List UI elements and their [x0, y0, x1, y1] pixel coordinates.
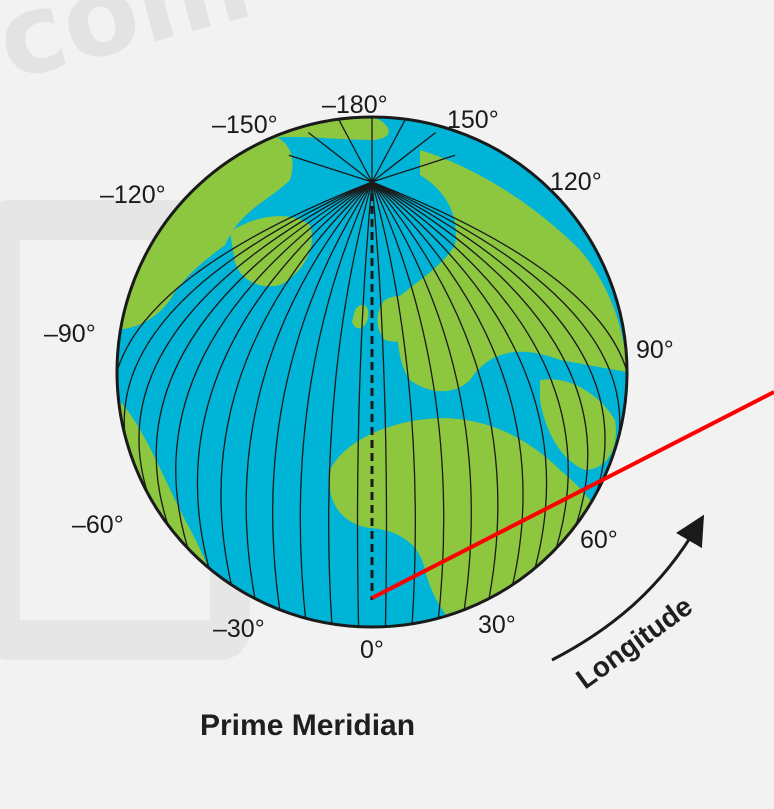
degree-labels: –180° –150° 150° –120° 120° –90° 90° –60… — [44, 91, 674, 664]
label-neg90: –90° — [44, 320, 96, 348]
label-pos60: 60° — [580, 526, 618, 554]
label-pos90: 90° — [636, 336, 674, 364]
label-pos150: 150° — [447, 106, 499, 134]
meridian-line — [196, 181, 373, 582]
meridian-line — [245, 181, 373, 610]
label-neg180: –180° — [322, 91, 388, 119]
label-neg150: –150° — [212, 111, 278, 139]
label-neg60: –60° — [72, 511, 124, 539]
label-pos120: 120° — [550, 168, 602, 196]
label-neg30: –30° — [213, 615, 265, 643]
watermark-corner: com — [0, 0, 263, 105]
meridian-line — [371, 181, 627, 477]
longitude-arrow — [551, 514, 705, 662]
meridian-lines — [117, 117, 627, 627]
meridian-line — [371, 181, 606, 524]
meridian-line — [371, 181, 524, 597]
meridian-line — [307, 131, 373, 183]
meridian-line — [117, 181, 373, 477]
meridian-line — [371, 181, 388, 627]
meridian-line — [299, 181, 373, 627]
label-pos30: 30° — [478, 611, 516, 639]
meridian-line — [328, 181, 373, 627]
globe-outline — [115, 115, 629, 629]
meridian-line — [220, 181, 373, 597]
meridian-line — [288, 154, 373, 183]
land-britain — [352, 304, 369, 329]
meridian-line — [371, 117, 408, 183]
meridian-line — [371, 181, 499, 610]
label-zero: 0° — [360, 636, 384, 664]
meridian-line — [371, 181, 416, 627]
pointer-line — [371, 390, 774, 600]
meridian-line — [138, 181, 373, 524]
label-neg120: –120° — [100, 181, 166, 209]
globe — [115, 115, 629, 629]
meridian-line — [371, 154, 456, 183]
meridian-line — [356, 181, 373, 627]
meridian-line — [371, 181, 472, 621]
meridian-line — [272, 181, 373, 621]
meridian-line — [371, 131, 437, 183]
caption-prime-meridian: Prime Meridian — [200, 709, 415, 742]
meridian-line — [175, 181, 373, 564]
meridian-line — [155, 181, 373, 545]
meridian-line — [336, 117, 373, 183]
meridian-line — [371, 181, 569, 564]
meridian-line — [371, 181, 548, 582]
land-north-america — [117, 135, 293, 330]
